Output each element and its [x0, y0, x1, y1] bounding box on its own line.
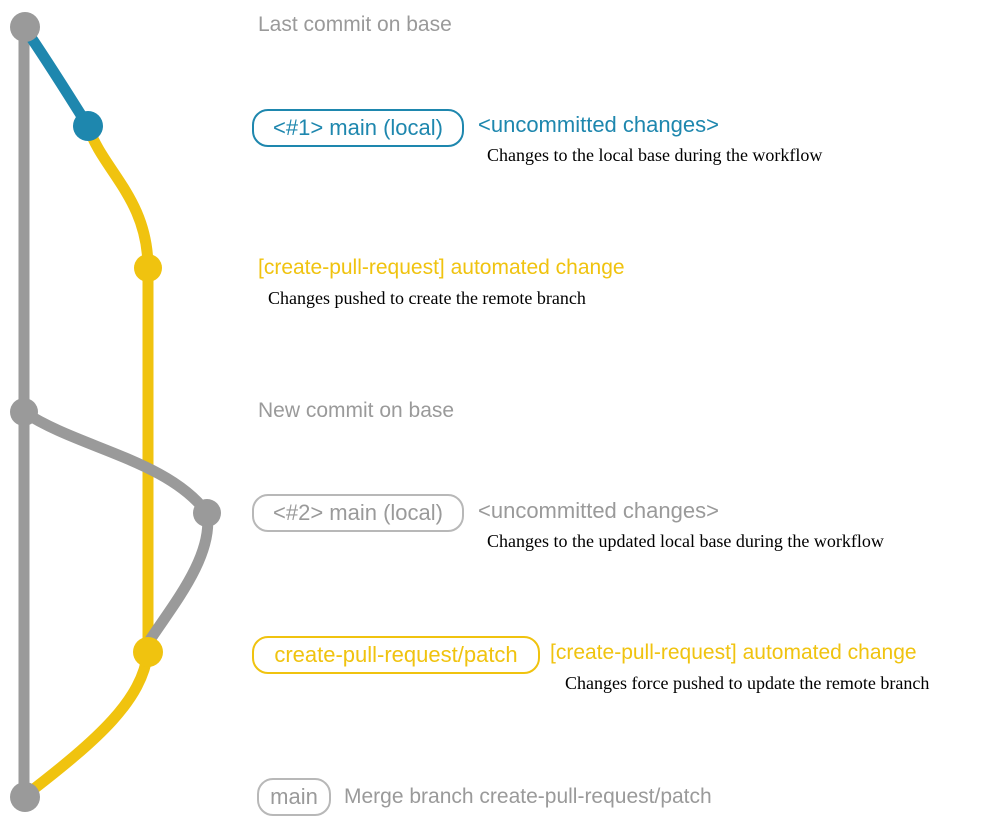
branch-label-create-pull-request-patch-text: create-pull-request/patch [274, 642, 518, 667]
uncommitted-changes-status-2: <uncommitted changes> [478, 498, 719, 523]
description-pushed-create-remote: Changes pushed to create the remote bran… [268, 288, 586, 308]
commit-message-automated-change-2: [create-pull-request] automated change [550, 641, 917, 664]
commit-node-remote-2 [133, 637, 163, 667]
description-force-pushed-update-remote: Changes force pushed to update the remot… [565, 673, 930, 693]
branch-label-main-local-2-text: <#2> main (local) [273, 500, 443, 525]
description-local-base-changes: Changes to the local base during the wor… [487, 145, 823, 165]
remote-branch-line [82, 120, 154, 658]
local-main-branch-line [20, 24, 94, 132]
branch-label-main-text: main [270, 784, 318, 809]
commit-node-local-main-1 [73, 111, 103, 141]
remote-branch-merge-line [20, 646, 154, 801]
last-commit-title: Last commit on base [258, 13, 452, 36]
branch-label-main: main [257, 778, 331, 816]
commit-node-local-main-2 [193, 499, 221, 527]
commit-message-automated-change-1: [create-pull-request] automated change [258, 256, 625, 279]
uncommitted-changes-status-1: <uncommitted changes> [478, 112, 719, 137]
commit-node-merge [10, 782, 40, 812]
branch-label-main-local-2: <#2> main (local) [252, 494, 464, 532]
commit-node-new-base [10, 398, 38, 426]
commit-message-merge-branch: Merge branch create-pull-request/patch [344, 785, 712, 808]
commit-node-last-base [10, 12, 40, 42]
description-updated-local-base-changes: Changes to the updated local base during… [487, 531, 884, 551]
updated-local-main-branch-line [18, 406, 214, 646]
branch-label-main-local-1: <#1> main (local) [252, 109, 464, 147]
new-commit-title: New commit on base [258, 399, 455, 422]
commit-node-remote-1 [134, 254, 162, 282]
branch-label-main-local-1-text: <#1> main (local) [273, 115, 443, 140]
branch-label-create-pull-request-patch: create-pull-request/patch [252, 636, 540, 674]
